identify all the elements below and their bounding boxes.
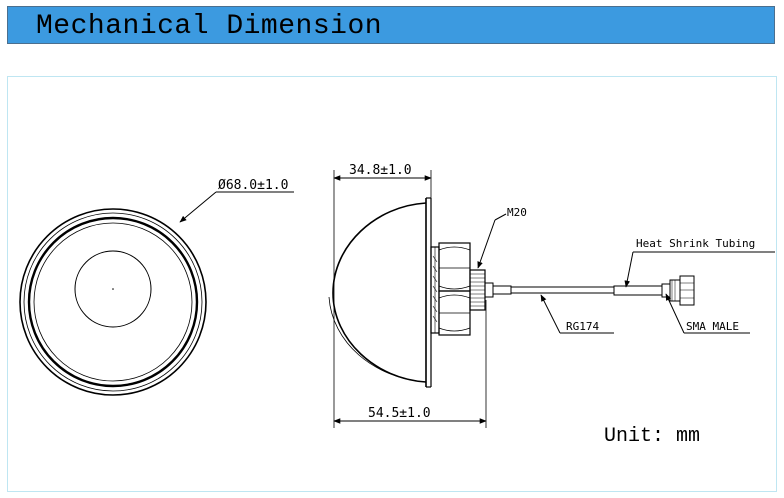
dome-body bbox=[332, 202, 427, 383]
mid-ring bbox=[27, 216, 199, 388]
m20-leader bbox=[477, 219, 496, 269]
drawing-frame bbox=[7, 76, 777, 492]
diameter-label: Ø68.0±1.0 bbox=[218, 178, 288, 193]
mid-ring-inner bbox=[33, 222, 193, 382]
sma-leader bbox=[665, 293, 685, 334]
nut-upper bbox=[438, 242, 471, 292]
title-bar: Mechanical Dimension bbox=[7, 6, 775, 44]
bottom-width-label: 54.5±1.0 bbox=[368, 406, 431, 421]
sma-nut bbox=[679, 275, 695, 306]
cable-assembly bbox=[511, 251, 775, 334]
front-view bbox=[19, 191, 294, 396]
top-width-label: 34.8±1.0 bbox=[349, 163, 412, 178]
tubing-label: Heat Shrink Tubing bbox=[636, 237, 755, 250]
heat-shrink-tubing bbox=[613, 285, 663, 296]
outer-ring bbox=[19, 208, 207, 396]
side-view bbox=[328, 170, 512, 428]
page-title: Mechanical Dimension bbox=[36, 11, 383, 42]
cable-label: RG174 bbox=[566, 320, 599, 333]
center-cap bbox=[74, 250, 152, 328]
thread-label: M20 bbox=[507, 206, 527, 219]
center-dot bbox=[112, 288, 114, 290]
tubing-leader bbox=[624, 251, 634, 288]
dome-lower-band bbox=[328, 296, 427, 383]
unit-label: Unit: mm bbox=[604, 425, 700, 448]
outer-ring-inner bbox=[23, 212, 203, 392]
connector-label: SMA MALE bbox=[686, 320, 739, 333]
rg174-leader bbox=[540, 294, 561, 334]
diameter-leader bbox=[179, 191, 217, 223]
